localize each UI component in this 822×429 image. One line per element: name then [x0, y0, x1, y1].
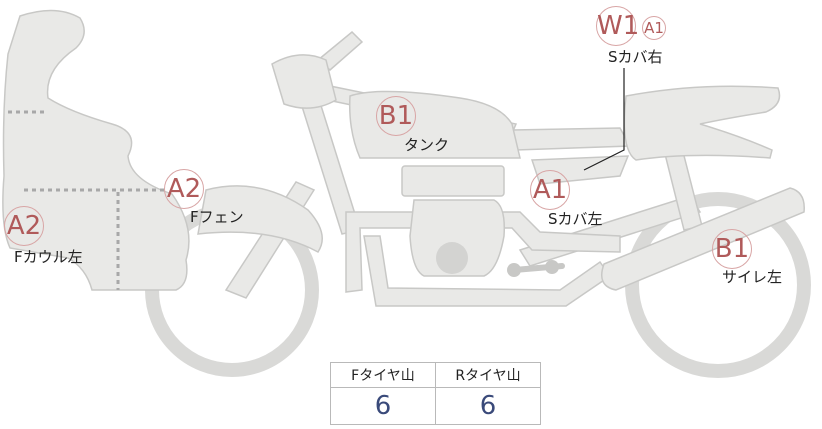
side-cover-left-grade-text: A1 [530, 170, 570, 210]
engine-crankcase [409, 199, 506, 277]
side-cover-right-grade-secondary-text: A1 [642, 16, 666, 40]
muffler-grade: B1 [712, 229, 752, 269]
gear-lever-knob-1 [507, 263, 521, 277]
gear-lever-knob-2 [545, 260, 559, 274]
side-cover-right-label: Sカバ右 [608, 48, 663, 66]
f-fender-grade: A2 [164, 169, 204, 209]
seat-and-tail [623, 85, 781, 161]
side-cover-right-grade-text: W1 [596, 6, 639, 46]
f-cowl-label: Fカウル左 [14, 248, 83, 266]
tank-grade: B1 [376, 96, 416, 136]
muffler-grade-text: B1 [712, 229, 752, 269]
front-tire-value: 6 [330, 387, 436, 425]
muffler-shape [601, 187, 805, 291]
tank-label: タンク [404, 136, 450, 154]
rear-wheel [625, 192, 811, 378]
exhaust-lower [363, 235, 612, 307]
f-fender-grade-text: A2 [164, 169, 204, 209]
side-cover-left-label: Sカバ左 [548, 210, 603, 228]
f-fender-label: Fフェン [190, 208, 244, 226]
tire-tread-table: Fタイヤ山 Rタイヤ山 6 6 [330, 362, 541, 425]
f-cowl-grade: A2 [4, 206, 44, 246]
tank-grade-text: B1 [376, 96, 416, 136]
rear-tire-value: 6 [435, 387, 541, 425]
tire-table-value-row: 6 6 [330, 387, 541, 425]
f-cowl-grade-text: A2 [4, 206, 44, 246]
tire-table-header-row: Fタイヤ山 Rタイヤ山 [330, 362, 541, 388]
engine-cover-dot [436, 242, 468, 274]
engine-cylinder [401, 165, 505, 197]
front-fender-shape [197, 185, 323, 253]
headlight [271, 54, 337, 109]
seat-base [511, 127, 632, 151]
muffler-label: サイレ左 [722, 268, 783, 286]
side-cover-right-grade: W1 [596, 6, 639, 46]
rear-tire-header: Rタイヤ山 [435, 362, 541, 388]
side-cover-left-grade: A1 [530, 170, 570, 210]
damage-marks [8, 110, 168, 290]
front-tire-header: Fタイヤ山 [330, 362, 436, 388]
leader-line [583, 68, 625, 171]
side-cover-right-grade-secondary: A1 [642, 16, 666, 40]
